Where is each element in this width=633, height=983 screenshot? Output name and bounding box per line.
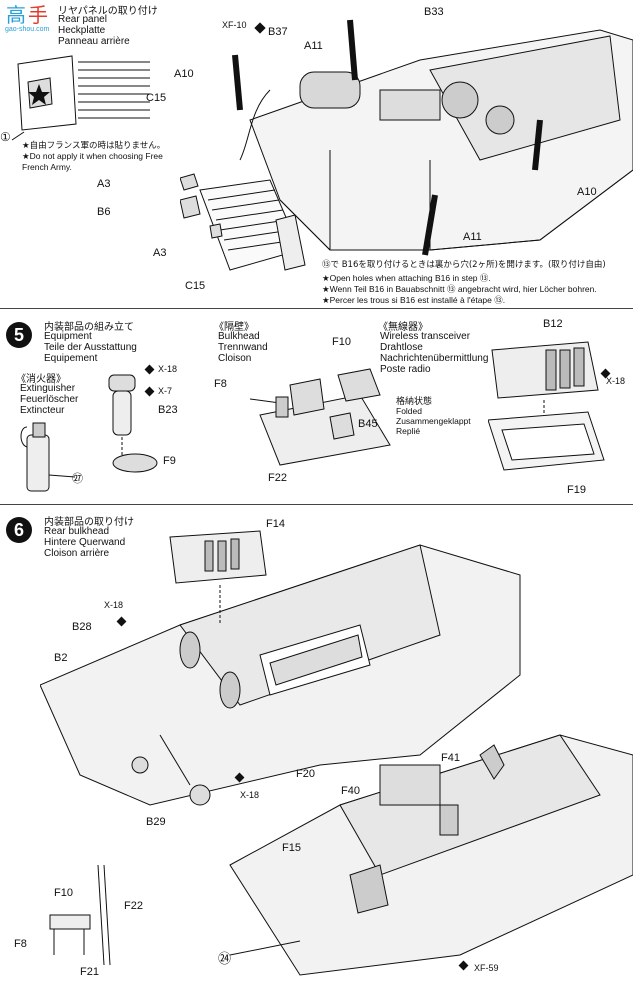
step5-title-en: Equipment — [44, 331, 92, 342]
label-f22: F22 — [268, 472, 287, 484]
label-f9: F9 — [163, 455, 176, 467]
label-f8-step6: F8 — [14, 938, 27, 950]
label-f14: F14 — [266, 518, 285, 530]
label-c15-bottom: C15 — [185, 280, 206, 292]
label-b37: B37 — [268, 26, 288, 38]
label-f21: F21 — [80, 966, 99, 978]
bulkhead-title-en: Bulkhead — [218, 331, 260, 342]
extinguisher-ref: ㉗ — [72, 473, 83, 485]
step5-title-de: Teile der Ausstattung — [44, 342, 137, 353]
label-b12: B12 — [543, 318, 563, 330]
b16-note-en: ★Open holes when attaching B16 in step ⑬… — [322, 273, 491, 283]
extinguisher-title-en: Extinguisher — [20, 383, 76, 394]
rear-panel-assembly-drawing — [180, 19, 633, 271]
label-x7: X-7 — [158, 386, 173, 396]
bulkhead-title-de: Trennwand — [218, 342, 268, 353]
step4-warning-en-1: ★Do not apply it when choosing Free — [22, 151, 163, 161]
decal-inset-drawing — [11, 55, 150, 141]
step4-title-fr: Panneau arrière — [58, 36, 130, 47]
label-xf59: XF-59 — [474, 963, 499, 973]
step6-title-jp: 内装部品の取り付け — [44, 517, 134, 528]
label-a11-right: A11 — [463, 231, 482, 243]
extinguisher-drawing — [20, 422, 76, 492]
label-b2: B2 — [54, 652, 68, 664]
step6-title-fr: Cloison arrière — [44, 548, 110, 559]
svg-text:手: 手 — [28, 3, 48, 27]
label-b33: B33 — [424, 6, 444, 18]
label-f10: F10 — [332, 336, 351, 348]
step5-number-badge: 5 — [6, 322, 32, 348]
b16-note-de: ★Wenn Teil B16 in Bauabschnitt ⑬ angebra… — [322, 284, 597, 294]
label-a3-top: A3 — [97, 178, 111, 190]
label-c15-top: C15 — [146, 92, 167, 104]
label-b23: B23 — [158, 404, 178, 416]
label-b45: B45 — [358, 418, 378, 430]
radio-title-de2: Nachrichtenübermittlung — [380, 353, 489, 364]
radio-title-jp: 《無線器》 — [378, 322, 428, 333]
label-x18-b-step6: X-18 — [240, 790, 260, 800]
label-f15: F15 — [282, 842, 301, 854]
radio-drawing — [488, 341, 605, 471]
step4-title-jp: リヤパネルの取り付け — [58, 6, 158, 17]
bulkhead-title-fr: Cloison — [218, 353, 252, 364]
radio-title-en: Wireless transceiver — [380, 331, 471, 342]
label-a10-left: A10 — [174, 68, 194, 80]
watermark-logo: 高 手 gao-shou.com — [2, 0, 68, 34]
step4-warning-en-2: French Army. — [22, 162, 72, 172]
step6-number-badge: 6 — [6, 517, 32, 543]
folded-fr: Replié — [396, 426, 421, 436]
label-a11-top: A11 — [304, 40, 323, 52]
radio-title-de: Drahtlose — [380, 342, 423, 353]
step4-title-en: Rear panel — [58, 14, 107, 25]
extinguisher-title-de: Feuerlöscher — [20, 394, 79, 405]
label-a3-bottom: A3 — [153, 247, 167, 259]
b16-note-jp: ⑬で B16を取り付けるときは裏から穴(2ヶ所)を開けます。(取り付け自由) — [322, 260, 606, 270]
label-f22-step6: F22 — [124, 900, 143, 912]
folded-en: Folded — [396, 406, 422, 416]
label-f40: F40 — [341, 785, 360, 797]
step5-title-fr: Equipement — [44, 353, 98, 364]
extinguisher-assembly-drawing — [108, 374, 158, 473]
ref-24: ㉔ — [218, 951, 232, 966]
watermark-char: 高 — [6, 3, 26, 27]
folded-jp: 格納状態 — [396, 397, 433, 407]
section-divider — [0, 308, 633, 309]
label-b29: B29 — [146, 816, 166, 828]
label-f19: F19 — [567, 484, 586, 496]
label-a10-right: A10 — [577, 186, 597, 198]
extinguisher-title-fr: Extincteur — [20, 405, 65, 416]
label-f8: F8 — [214, 378, 227, 390]
label-f10-step6: F10 — [54, 887, 73, 899]
step6-title-de: Hintere Querwand — [44, 537, 126, 548]
label-f41: F41 — [441, 752, 460, 764]
watermark-domain: gao-shou.com — [5, 26, 50, 33]
decal-ref-circle: ① — [0, 130, 11, 144]
folded-de: Zusammengeklappt — [396, 416, 471, 426]
label-b6: B6 — [97, 206, 111, 218]
label-xf10: XF-10 — [222, 20, 247, 30]
b16-note-fr: ★Percer les trous si B16 est installé à … — [322, 295, 506, 305]
radio-title-fr: Poste radio — [380, 364, 431, 375]
extinguisher-title-jp: 《消火器》 — [16, 374, 66, 385]
label-x18-b: X-18 — [606, 376, 626, 386]
step4-title-de: Heckplatte — [58, 25, 106, 36]
label-x18-a: X-18 — [158, 364, 178, 374]
interior-assembly-drawing — [40, 530, 633, 976]
step4-warning-jp: ★自由フランス軍の時は貼りません。 — [22, 140, 166, 150]
step6-title-en: Rear bulkhead — [44, 526, 110, 537]
section-divider — [0, 504, 633, 505]
label-x18-a-step6: X-18 — [104, 600, 124, 610]
step5-title-jp: 内装部品の組み立て — [44, 322, 134, 333]
bulkhead-drawing — [249, 368, 391, 466]
label-f20: F20 — [296, 768, 315, 780]
label-b28: B28 — [72, 621, 92, 633]
bulkhead-title-jp: 《隔壁》 — [214, 322, 254, 333]
